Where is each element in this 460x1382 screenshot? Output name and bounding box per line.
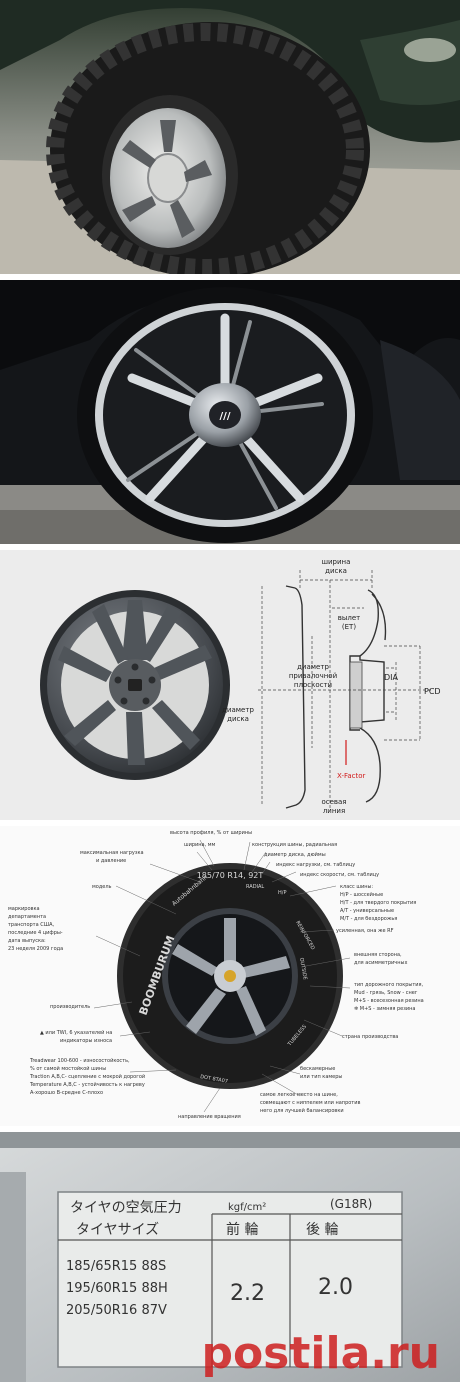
front-pressure-value: 2.2 [230, 1281, 265, 1306]
label-light-spot-2: совмещают с ниппелем или напротив [260, 1100, 360, 1106]
pressure-label-svg: タイヤの空気圧力 kgf/cm² (G18R) タイヤサイズ 前 輪 後 輪 1… [0, 1132, 460, 1382]
label-construction: конструкция шины, радиальная [252, 842, 337, 848]
rim-width-label-1: ширина [322, 558, 351, 566]
label-traction: Traction A,B,C- сцепление с мокрой дорог… [29, 1073, 145, 1080]
rim-cross-section [285, 585, 387, 809]
label-max-load-2: и давление [96, 858, 126, 864]
col-front-header: 前 輪 [226, 1221, 258, 1238]
tire-marking-labels: высота профиля, % от ширины ширина, мм к… [8, 830, 424, 1120]
pressure-sticker: タイヤの空気圧力 kgf/cm² (G18R) タイヤサイズ 前 輪 後 輪 1… [57, 1191, 403, 1368]
label-dot-1: маркировка [8, 906, 40, 912]
label-dot-5: дата выпуска: [8, 938, 46, 944]
mount-plane-label-1: диаметр [297, 663, 329, 671]
label-road-type: тип дорожного покрытия, [354, 982, 424, 988]
tire-outside-text: OUTSIDE [298, 957, 308, 980]
tire-radial-text: RADIAL [246, 884, 264, 890]
tire-hp-text: H/P [278, 890, 286, 896]
label-all-season: M+S - всесезонная резина [354, 998, 424, 1004]
label-twi-2: индикаторы износа [60, 1038, 112, 1044]
label-load-index: индекс нагрузки, см. таблицу [276, 862, 355, 868]
pressure-title: タイヤの空気圧力 [70, 1200, 182, 1216]
offroad-tire-photo [0, 0, 460, 274]
rim-dimensions-diagram: ширина диска вылет (ET) диаметр привалоч… [0, 550, 460, 820]
rear-pressure-value: 2.0 [318, 1275, 353, 1300]
svg-text:///: /// [220, 411, 231, 422]
label-tubeless-2: или тип камеры [300, 1074, 342, 1080]
label-class-ht: H/T - для твердого покрытия [340, 900, 416, 906]
pressure-unit: kgf/cm² [228, 1202, 266, 1213]
label-dot-6: 23 неделя 2009 года [8, 946, 63, 952]
dia-label: DIA [384, 673, 399, 682]
label-outside-1: внешняя сторона, [354, 952, 402, 958]
col-rear-header: 後 輪 [306, 1221, 338, 1238]
offset-label-1: вылет [338, 614, 361, 622]
label-grades: A-хорошо B-средне C-плохо [30, 1090, 103, 1096]
label-class-mt: M/T - для бездорожья [340, 916, 397, 922]
label-temperature: Temperature A,B,C - устойчивость к нагре… [29, 1081, 145, 1088]
label-outside-2: для асимметричных [354, 960, 407, 966]
label-profile-height: высота профиля, % от ширины [170, 830, 252, 836]
tire-dot-text: DOT 8TA07 [200, 1074, 229, 1085]
tire-pressure-label-photo: タイヤの空気圧力 kgf/cm² (G18R) タイヤサイズ 前 輪 後 輪 1… [0, 1132, 460, 1382]
label-speed-index: индекс скорости, см. таблицу [300, 872, 379, 878]
label-width-mm: ширина, мм [184, 842, 216, 848]
mount-plane-label-2: привалочной [289, 672, 337, 680]
col-size-header: タイヤサイズ [76, 1222, 159, 1238]
label-light-spot-3: него для лучшей балансировки [260, 1107, 344, 1114]
label-mud-snow: Mud - грязь, Snow - снег [354, 990, 418, 996]
tire-size-row-2: 195/60R15 88H [66, 1281, 168, 1296]
label-rotation: направление вращения [178, 1114, 241, 1120]
label-light-spot-1: самое легкое место на шине, [260, 1092, 338, 1098]
tire-markings-diagram: 185/70 R14, 92T BOOMBURUM Autobahnbahn R… [0, 826, 460, 1126]
tire-illustration [117, 863, 343, 1089]
axis-label-1: осевая [321, 798, 346, 806]
rim-width-label-2: диска [325, 567, 347, 575]
xfactor-label: X-Factor [337, 772, 366, 780]
label-dot-3: транспорта США, [8, 922, 54, 928]
label-model: модель [92, 884, 112, 890]
label-tire-class: класс шины: [340, 884, 373, 890]
offset-label-2: (ET) [342, 623, 356, 631]
label-class-at: A/T - универсальные [340, 908, 394, 914]
rim-diagram-svg: ширина диска вылет (ET) диаметр привалоч… [0, 550, 460, 820]
disk-diameter-label-1: диаметр [222, 706, 254, 714]
label-country: страна производства [342, 1034, 398, 1040]
offroad-tire-illustration [0, 0, 460, 274]
mount-plane-label-3: плоскости [294, 681, 332, 689]
pcd-label: PCD [424, 687, 441, 696]
label-max-load-1: максимальная нагрузка [80, 850, 144, 856]
label-disk-diameter: диаметр диска, дюймы [264, 851, 326, 858]
label-treadwear-2: % от самой мостойкой шины [30, 1065, 106, 1072]
label-twi-1: ▲ или TWI, 6 указателей на [40, 1029, 112, 1036]
rim-front-view [40, 590, 230, 780]
label-reinforced: усиленная, она же RF [336, 928, 394, 934]
disk-diameter-label-2: диска [227, 715, 249, 723]
label-winter: ❄ M+S - зимняя резина [354, 1006, 415, 1012]
label-class-hp: H/P - шоссейные [340, 891, 383, 898]
axis-label-2: линия [323, 807, 345, 815]
label-tubeless-1: бескамерные [300, 1066, 335, 1072]
tire-size-row-3: 205/50R16 87V [66, 1303, 167, 1318]
label-dot-2: департамента [8, 914, 46, 920]
label-manufacturer: производитель [50, 1004, 90, 1010]
tire-size-row-1: 185/65R15 88S [66, 1259, 166, 1274]
alloy-wheel-photo: /// [0, 280, 460, 544]
alloy-wheel-illustration: /// [0, 280, 460, 544]
label-dot-4: последние 4 цифры- [8, 930, 63, 936]
watermark: postila.ru [201, 1328, 440, 1379]
tire-markings-svg: 185/70 R14, 92T BOOMBURUM Autobahnbahn R… [0, 826, 460, 1126]
tire-size-text: 185/70 R14, 92T [197, 871, 264, 880]
model-code: (G18R) [330, 1197, 372, 1211]
label-treadwear-1: Treadwear 100-600 - износостойкость, [29, 1057, 130, 1064]
